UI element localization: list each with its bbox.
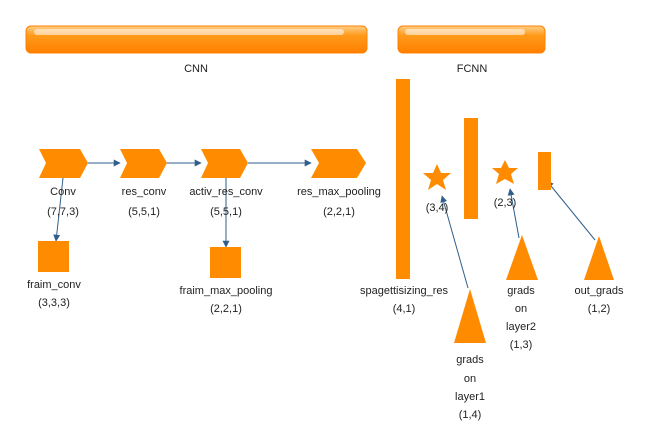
grads-layer2-line3: layer2 xyxy=(506,321,536,333)
conv-label: Conv xyxy=(50,186,76,198)
grads-layer1-line2: on xyxy=(464,373,476,385)
res-conv-node xyxy=(120,149,167,178)
grads-layer1-line3: layer1 xyxy=(455,391,485,403)
conv-node xyxy=(39,149,88,178)
fraim-max-pooling-label: fraim_max_pooling xyxy=(180,285,273,297)
conv-dims: (7,7,3) xyxy=(47,206,79,218)
fraim-max-pooling-node xyxy=(210,247,241,278)
res-conv-dims: (5,5,1) xyxy=(128,206,160,218)
fcnn-layer-bar xyxy=(464,118,478,219)
star-3-4-dims: (3,4) xyxy=(426,202,449,214)
edge-grads1-star1 xyxy=(440,195,469,289)
star-node-3-4 xyxy=(423,164,451,190)
grads-layer1-node xyxy=(454,289,486,343)
fraim-conv-dims: (3,3,3) xyxy=(38,297,70,309)
fraim-max-pooling-dims: (2,2,1) xyxy=(210,303,242,315)
star-2-3-dims: (2,3) xyxy=(494,197,517,209)
edge-conv-fraim-conv xyxy=(53,177,64,242)
out-grads-dims: (1,2) xyxy=(588,303,611,315)
grads-layer1-line1: grads xyxy=(456,354,484,366)
spagettisizing-res-label: spagettisizing_res xyxy=(360,285,449,297)
activ-res-conv-dims: (5,5,1) xyxy=(210,206,242,218)
out-grads-label: out_grads xyxy=(575,285,624,297)
fcnn-header-label: FCNN xyxy=(457,63,488,75)
star-node-2-3 xyxy=(492,160,518,184)
cnn-header-bar xyxy=(25,25,368,54)
fraim-conv-label: fraim_conv xyxy=(27,279,81,291)
res-max-pooling-node xyxy=(311,149,366,178)
output-layer-bar xyxy=(538,152,551,190)
grads-layer2-line1: grads xyxy=(507,285,535,297)
fcnn-header-bar xyxy=(397,25,546,54)
out-grads-node xyxy=(584,236,614,280)
cnn-header-label: CNN xyxy=(184,63,208,75)
fraim-conv-node xyxy=(38,241,69,272)
spagettisizing-res-bar xyxy=(396,79,410,279)
activ-res-conv-label: activ_res_conv xyxy=(189,186,263,198)
edge-outgrads-rect xyxy=(546,180,596,241)
grads-layer2-line2: on xyxy=(515,303,527,315)
res-max-pooling-label: res_max_pooling xyxy=(297,186,381,198)
grads-layer2-dims: (1,3) xyxy=(510,339,533,351)
res-conv-label: res_conv xyxy=(122,186,167,198)
edge-grads2-star2 xyxy=(507,188,520,239)
grads-layer1-dims: (1,4) xyxy=(459,409,482,421)
spagettisizing-res-dims: (4,1) xyxy=(393,303,416,315)
activ-res-conv-node xyxy=(201,149,248,178)
grads-layer2-node xyxy=(506,235,538,280)
res-max-pooling-dims: (2,2,1) xyxy=(323,206,355,218)
